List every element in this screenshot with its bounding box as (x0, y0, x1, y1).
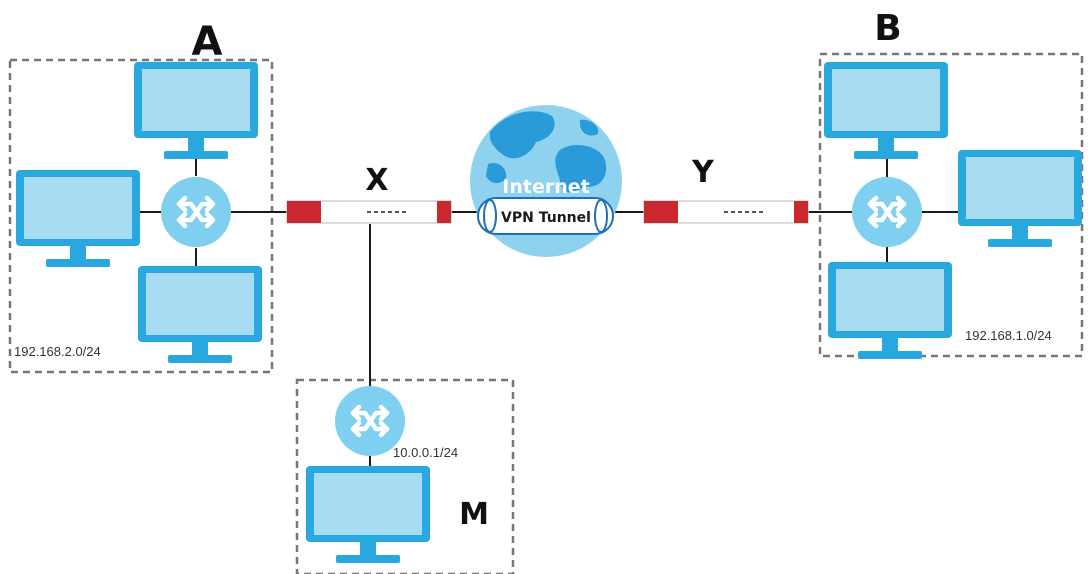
site-b-box (818, 52, 1084, 358)
site-a-switch-icon (161, 177, 231, 247)
site-a-subnet: 192.168.2.0/24 (14, 344, 101, 359)
site-m-box (295, 378, 515, 574)
site-m-monitor (306, 466, 430, 563)
site-a-monitor-left (16, 170, 140, 267)
vpn-tunnel-label: VPN Tunnel (501, 210, 591, 226)
site-a-label: A (192, 19, 223, 65)
site-m-label: M (459, 497, 489, 532)
site-a-monitor-bottom (138, 266, 262, 363)
site-b-monitor-bottom (828, 262, 952, 359)
site-b-monitor-right (958, 150, 1082, 247)
site-a-monitor-top (134, 62, 258, 159)
gateway-y-label: Y (691, 155, 715, 190)
site-b-switch-icon (852, 177, 922, 247)
internet-label: Internet (502, 176, 589, 198)
site-b-label: B (874, 8, 901, 49)
site-b-subnet: 192.168.1.0/24 (965, 328, 1052, 343)
gateway-y (643, 200, 809, 224)
gateway-x (286, 200, 452, 224)
site-b-monitor-top (824, 62, 948, 159)
gateway-x-label: X (365, 163, 388, 198)
site-m-subnet: 10.0.0.1/24 (393, 445, 458, 460)
vpn-tunnel-icon (477, 197, 614, 235)
